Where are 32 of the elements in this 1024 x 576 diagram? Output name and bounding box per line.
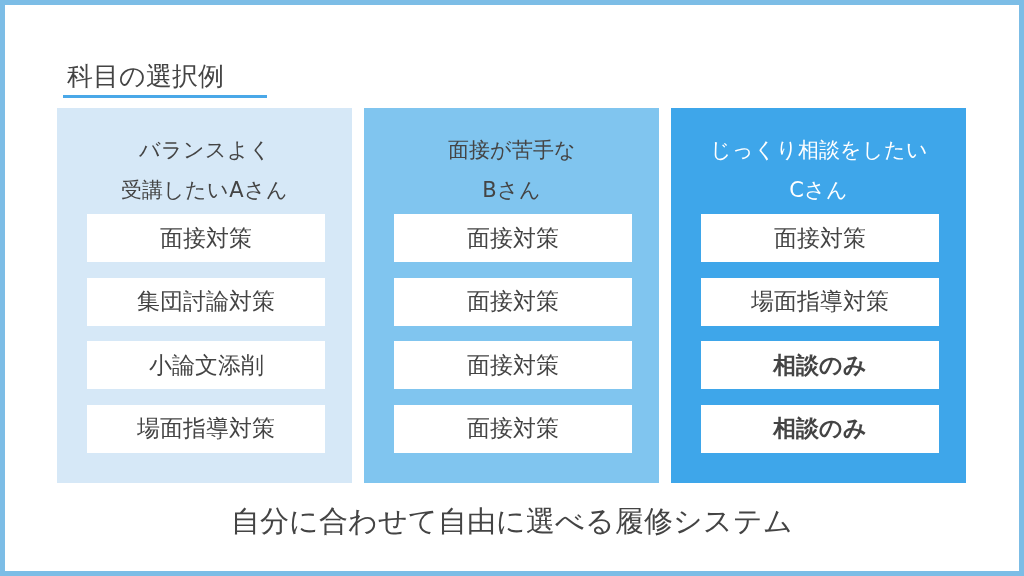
- subject-box: [87, 277, 325, 326]
- subject-label: 相談のみ: [773, 414, 867, 443]
- subject-label: 面接対策: [467, 350, 559, 380]
- subject-box: [394, 404, 632, 453]
- caption: 自分に合わせて自由に選べる履修システム: [230, 503, 794, 540]
- subject-label: 面接対策: [467, 414, 559, 443]
- subject-box: [87, 214, 325, 262]
- subject-label: 場面指導対策: [751, 287, 889, 316]
- subject-box: [87, 404, 325, 453]
- subject-box: [394, 214, 632, 262]
- column-panel: [671, 108, 966, 483]
- subject-label: 面接対策: [160, 223, 252, 253]
- subject-box: [701, 404, 939, 453]
- subject-box: [701, 214, 939, 262]
- subject-label: 面接対策: [467, 223, 559, 253]
- subject-box: [394, 341, 632, 389]
- column-panel: [57, 108, 352, 483]
- column-heading: バランスよく受講したいAさん: [120, 137, 289, 204]
- subject-box: [394, 277, 632, 326]
- subject-label: 相談のみ: [773, 350, 867, 380]
- column-heading: じっくり相談をしたいCさん: [708, 137, 929, 204]
- heading: 科目の選択例: [67, 60, 224, 93]
- subject-label: 小論文添削: [148, 350, 264, 380]
- subject-label: 面接対策: [774, 223, 866, 253]
- column-heading: 面接が苦手なBさん: [446, 137, 577, 204]
- subject-label: 場面指導対策: [137, 414, 275, 443]
- subject-box: [87, 341, 325, 389]
- subject-label: 面接対策: [467, 287, 559, 316]
- subject-box: [701, 277, 939, 326]
- column-panel: [364, 108, 659, 483]
- subject-label: 集団討論対策: [137, 287, 275, 316]
- subject-box: [701, 341, 939, 389]
